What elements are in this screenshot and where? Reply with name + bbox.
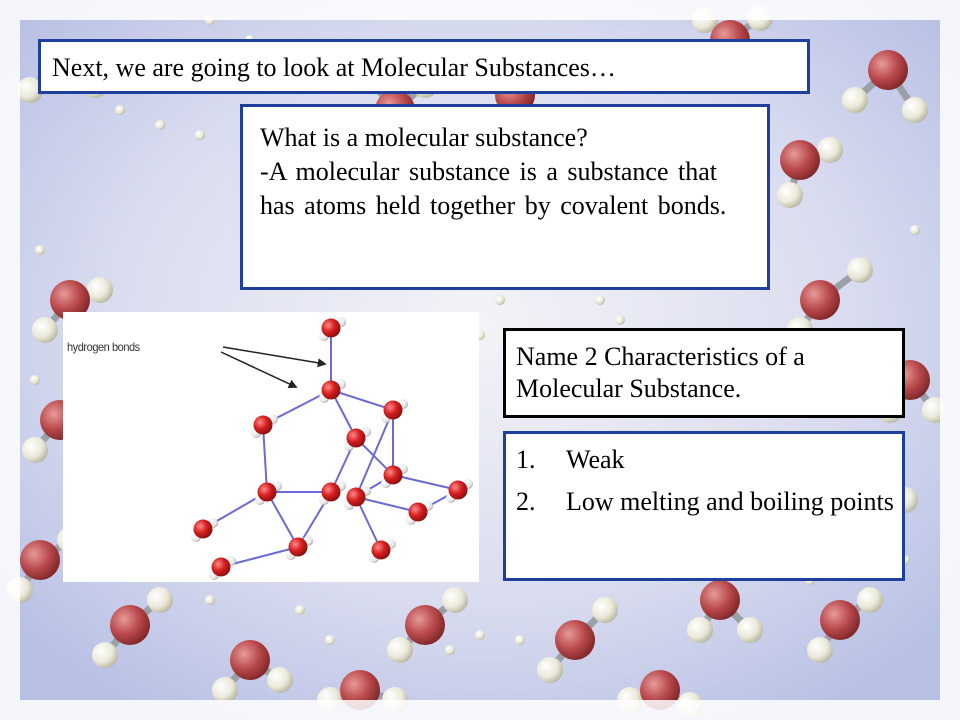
definition-box: What is a molecular substance? -A molecu… xyxy=(240,104,770,290)
list-item: 2. Low melting and boiling points xyxy=(516,486,894,518)
arrow-lower xyxy=(220,351,298,389)
title-box: Next, we are going to look at Molecular … xyxy=(38,39,810,94)
hydrogen-bonds-label: hydrogen bonds xyxy=(67,340,140,354)
water-lattice-diagram xyxy=(191,317,473,580)
list-item-text: Weak xyxy=(566,445,625,474)
slide-title: Next, we are going to look at Molecular … xyxy=(52,53,616,82)
characteristics-list-box: 1. Weak 2. Low melting and boiling point… xyxy=(503,431,905,581)
list-item: 1. Weak xyxy=(516,444,894,476)
list-item-number: 2. xyxy=(516,487,536,516)
list-item-number: 1. xyxy=(516,445,536,474)
arrow-upper xyxy=(222,346,327,368)
list-item-text: Low melting and boiling points xyxy=(566,487,894,516)
definition-text: -A molecular substance is a substance th… xyxy=(260,157,727,220)
hydrogen-bond-diagram: hydrogen bonds xyxy=(63,312,479,582)
characteristics-prompt: Name 2 Characteristics of a Molecular Su… xyxy=(516,342,805,403)
characteristics-prompt-box: Name 2 Characteristics of a Molecular Su… xyxy=(503,328,905,418)
question-heading: What is a molecular substance? xyxy=(260,123,588,152)
